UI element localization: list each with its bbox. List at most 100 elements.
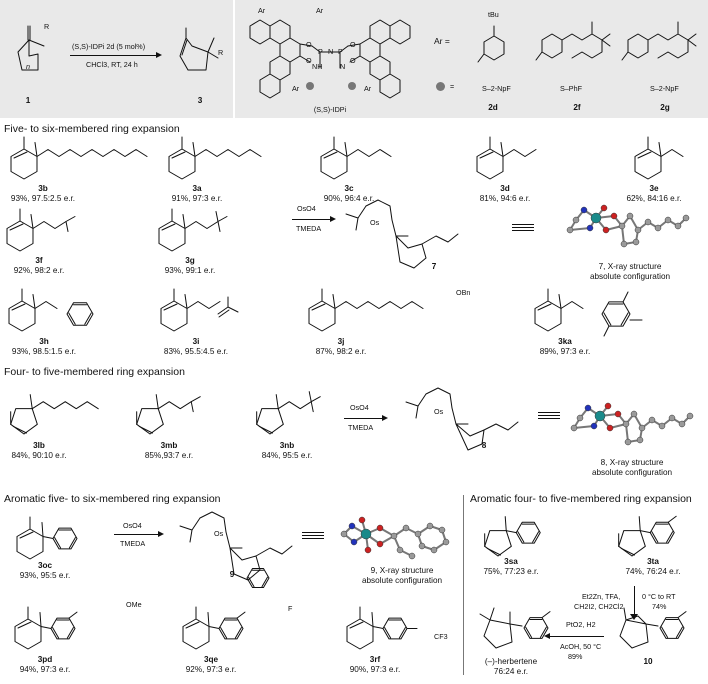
section-divider	[463, 495, 464, 675]
so2-2f: S–PhF	[560, 84, 582, 93]
xray-atom	[377, 541, 383, 547]
cond2-line2: AcOH, 50 °C	[560, 642, 602, 651]
r-label: R	[44, 22, 50, 31]
xray-atom	[365, 547, 371, 553]
xray-atom	[659, 423, 665, 429]
arrow-down	[634, 586, 635, 616]
xray-atom	[595, 411, 605, 421]
xray-atom	[573, 217, 579, 223]
cat-2f-label: 2f	[573, 103, 581, 112]
xray-atom	[665, 217, 671, 223]
cf3-label: CF3	[434, 632, 448, 641]
cond1-line2: CH2I2, CH2Cl2	[574, 602, 624, 611]
structure-3n	[252, 384, 352, 442]
xray-atom	[577, 415, 583, 421]
structure-8	[396, 384, 536, 454]
catalyst-structure	[240, 6, 420, 104]
arrow-left	[548, 636, 604, 637]
xray-atom	[587, 225, 593, 231]
ar-2d-structure	[468, 8, 508, 68]
xray-atom	[397, 547, 403, 553]
xray-atom	[615, 411, 621, 417]
xray-atom	[341, 531, 347, 537]
xray-atom	[439, 527, 445, 533]
o3-label: O	[350, 40, 356, 49]
arrow-oso4-3	[114, 534, 162, 535]
n-label: n	[26, 62, 30, 71]
so2-2d: S–2-NpF	[482, 84, 511, 93]
xray-7-image	[560, 196, 700, 260]
xray-atom	[391, 533, 397, 539]
structure-3f	[2, 200, 102, 258]
xray-atom	[637, 437, 643, 443]
n-atom-label: N	[328, 47, 334, 56]
ar-2f-structure	[532, 6, 612, 66]
product-structure	[172, 26, 224, 86]
xray-atom	[679, 421, 685, 427]
xray-atom	[645, 219, 651, 225]
f-label: F	[288, 604, 293, 613]
xray-atom	[619, 223, 625, 229]
xray-atom	[591, 423, 597, 429]
product-label: 3	[197, 96, 203, 105]
arrow-oso4-1	[292, 219, 334, 220]
ar-label-4: Ar	[364, 84, 372, 93]
xray-atom	[443, 539, 449, 545]
structure-3d	[472, 128, 552, 186]
xray-atom	[409, 553, 415, 559]
arrow-head-1	[330, 216, 336, 222]
so2-2g: S–2-NpF	[650, 84, 679, 93]
label-8: 8	[481, 441, 487, 450]
xray-atom	[633, 239, 639, 245]
xray-atom	[601, 205, 607, 211]
arrow-head-3	[158, 531, 164, 537]
arrow-head	[156, 52, 162, 58]
xray-atom	[635, 227, 641, 233]
structure-3m	[132, 384, 232, 442]
xray-atom	[585, 405, 591, 411]
xray-atom	[631, 411, 637, 417]
xray-atom	[639, 425, 645, 431]
label-10: 10	[643, 657, 653, 666]
structure-3k	[530, 280, 670, 338]
structure-3o	[10, 502, 120, 572]
dot-marker	[436, 82, 445, 91]
xray-atom	[687, 413, 693, 419]
section-five-six: Five- to six-membered ring expansion	[4, 123, 180, 135]
o4-label: O	[350, 56, 356, 65]
section-aromatic-four-five: Aromatic four- to five-membered ring exp…	[470, 493, 692, 505]
xray-atom	[359, 517, 365, 523]
xray-atom	[649, 417, 655, 423]
structure-herbertene	[476, 596, 572, 658]
ar-label-3: Ar	[292, 84, 300, 93]
tmeda-2: TMEDA	[348, 423, 374, 432]
r2-label: R	[218, 48, 224, 57]
reagent-line1: (S,S)-IDPi 2d (5 mol%)	[72, 42, 146, 51]
ar-2g-structure	[618, 6, 698, 66]
xray-atom	[415, 531, 421, 537]
xray-atom	[581, 207, 587, 213]
xray-atom	[351, 539, 357, 545]
cat-2d-label: 2d	[488, 103, 498, 112]
header-panel	[0, 0, 708, 118]
dot-equals: =	[450, 82, 455, 91]
section-aromatic-five-six: Aromatic five- to six-membered ring expa…	[4, 493, 221, 505]
oso4-2: OsO4	[350, 403, 369, 412]
structure-3q	[176, 592, 286, 662]
